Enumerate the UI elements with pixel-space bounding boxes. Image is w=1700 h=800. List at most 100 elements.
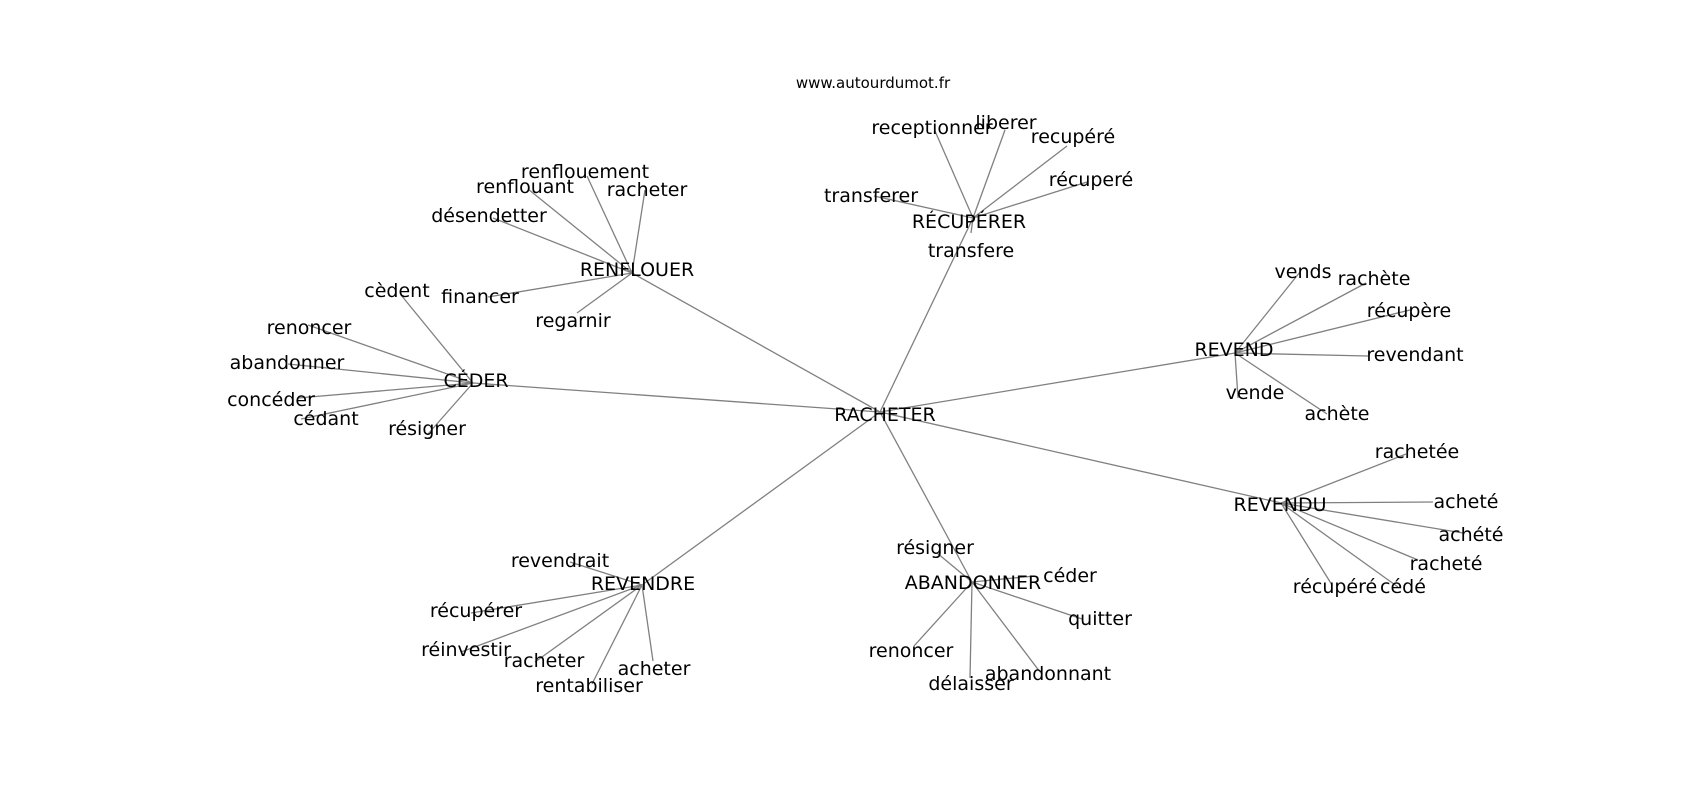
leaf-node: regarnir — [535, 310, 611, 332]
edge-hub-leaf — [527, 188, 633, 274]
leaf-node: achété — [1439, 524, 1504, 546]
leaf-node: récupérer — [430, 600, 522, 622]
leaf-node: transfere — [928, 240, 1014, 262]
edge-center-hub — [631, 272, 881, 413]
edge-hub-leaf — [1280, 502, 1333, 586]
center-node: RACHETER — [834, 404, 935, 426]
edge-hub-leaf — [1280, 502, 1464, 534]
edge-center-hub — [879, 411, 973, 583]
leaf-node: céder — [1043, 565, 1097, 587]
edge-center-hub — [472, 382, 881, 413]
leaf-node: désendetter — [431, 205, 547, 227]
edge-hub-leaf — [400, 294, 474, 384]
edge-hub-leaf — [427, 382, 474, 435]
leaf-node: récupère — [1367, 300, 1451, 322]
edge-hub-leaf — [969, 581, 973, 679]
source-label: www.autourdumot.fr — [796, 74, 951, 92]
hub-node: REVENDRE — [591, 573, 695, 595]
edge-center-hub — [879, 217, 974, 413]
leaf-node: rachète — [1338, 268, 1411, 290]
leaf-node: acheter — [618, 658, 691, 680]
edge-hub-leaf — [300, 382, 474, 420]
edges-layer — [287, 129, 1464, 685]
edge-hub-leaf — [460, 584, 643, 653]
edge-hub-leaf — [576, 272, 633, 314]
edge-hub-leaf — [1234, 282, 1367, 354]
leaf-node: résigner — [896, 537, 974, 559]
leaf-node: revendrait — [511, 550, 609, 572]
leaf-node: récuperé — [1049, 169, 1133, 191]
edge-hub-leaf — [492, 217, 633, 274]
edge-center-hub — [879, 352, 1236, 413]
edge-hub-leaf — [934, 130, 974, 219]
leaf-node: racheté — [1410, 553, 1483, 575]
leaf-node: délaisser — [928, 673, 1013, 695]
edge-hub-leaf — [631, 189, 646, 274]
leaf-node: acheté — [1434, 491, 1499, 513]
leaf-node: liberer — [975, 112, 1036, 134]
leaf-node: renflouant — [476, 176, 574, 198]
edge-hub-leaf — [972, 145, 1068, 219]
edge-hub-leaf — [971, 575, 1036, 583]
edge-hub-leaf — [569, 561, 643, 586]
edge-hub-leaf — [1280, 502, 1399, 588]
edge-hub-leaf — [1234, 309, 1411, 354]
edge-hub-leaf — [1234, 352, 1369, 357]
edge-hub-leaf — [913, 581, 973, 647]
edge-hub-leaf — [591, 584, 643, 685]
leaf-node: renflouement — [521, 161, 649, 183]
edge-hub-leaf — [1234, 352, 1328, 415]
edge-hub-leaf — [1234, 352, 1239, 399]
leaf-node: renoncer — [869, 640, 954, 662]
leaf-node: receptionner — [871, 117, 992, 139]
edge-hub-leaf — [470, 584, 643, 614]
edge-hub-leaf — [936, 552, 973, 583]
leaf-node: racheter — [504, 650, 585, 672]
leaf-node: rentabiliser — [535, 675, 643, 697]
leaf-node: revendant — [1366, 344, 1463, 366]
leaf-node: cèdent — [364, 280, 429, 302]
edge-hub-leaf — [287, 363, 474, 384]
leaf-node: renoncer — [267, 317, 352, 339]
edge-hub-leaf — [641, 584, 654, 662]
edge-hub-leaf — [307, 324, 474, 384]
leaf-node: vends — [1275, 261, 1332, 283]
hub-node: ABANDONNER — [905, 572, 1041, 594]
leaf-node: résigner — [388, 418, 466, 440]
leaf-node: recupéré — [1031, 126, 1115, 148]
leaf-node: financer — [441, 286, 519, 308]
leaf-node: abandonnant — [985, 663, 1111, 685]
edge-hub-leaf — [1280, 502, 1419, 561]
hub-node: RENFLOUER — [580, 259, 694, 281]
leaf-node: réinvestir — [421, 639, 511, 661]
leaf-node: rachetée — [1375, 441, 1459, 463]
leaf-node: vende — [1226, 382, 1285, 404]
edge-hub-leaf — [971, 581, 1041, 673]
leaf-node: cédant — [293, 408, 358, 430]
edge-hub-leaf — [1234, 271, 1301, 354]
leaf-node: abandonner — [230, 352, 345, 374]
edge-hub-leaf — [1280, 501, 1434, 504]
leaf-node: transferer — [824, 185, 918, 207]
leaf-node: cédé — [1380, 576, 1426, 598]
edge-hub-leaf — [487, 272, 633, 298]
leaf-node: achète — [1305, 403, 1370, 425]
hub-node: CÉDER — [443, 369, 508, 392]
edge-hub-leaf — [971, 581, 1083, 620]
edge-hub-leaf — [972, 181, 1088, 219]
edge-hub-leaf — [972, 129, 1006, 219]
leaf-node: racheter — [607, 179, 688, 201]
hub-node: RÉCUPÉRER — [912, 210, 1026, 233]
edge-hub-leaf — [586, 175, 633, 274]
hub-node: REVENDU — [1234, 494, 1327, 516]
edge-hub-leaf — [970, 217, 974, 234]
leaf-node: concéder — [227, 389, 315, 411]
hub-node: REVEND — [1194, 339, 1273, 361]
leaf-node: récupéré — [1293, 576, 1377, 598]
edge-hub-leaf — [297, 382, 474, 399]
edge-hub-leaf — [534, 584, 643, 663]
leaf-node: quitter — [1068, 608, 1132, 630]
edge-hub-leaf — [873, 195, 974, 219]
